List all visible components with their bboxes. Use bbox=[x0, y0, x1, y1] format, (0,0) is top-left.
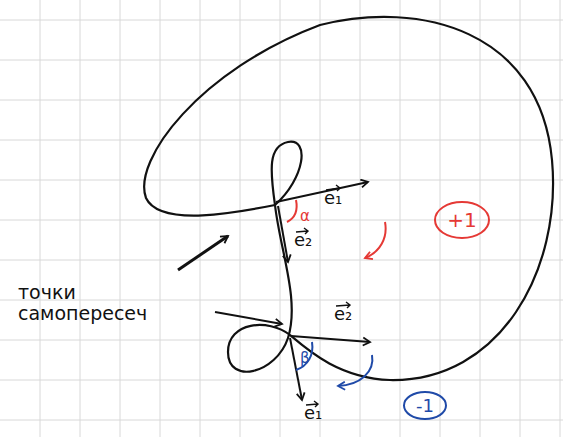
angle-label: α bbox=[300, 208, 310, 225]
leader-arrow bbox=[178, 236, 228, 270]
vector-label: e₂ bbox=[334, 304, 352, 324]
circled-index: -1 bbox=[402, 390, 448, 421]
vector-label: e₂ bbox=[294, 230, 312, 250]
vector-e2 bbox=[278, 206, 288, 262]
vector-e2 bbox=[291, 336, 370, 342]
angle-arc bbox=[296, 342, 312, 370]
closed-curve bbox=[144, 17, 553, 380]
rotation-arrow bbox=[365, 222, 386, 258]
leader-arrow bbox=[215, 312, 282, 324]
index-value: +1 bbox=[433, 208, 491, 232]
index-value: -1 bbox=[402, 395, 448, 416]
vector-e1 bbox=[276, 182, 368, 202]
vector-label: e₁ bbox=[304, 403, 322, 423]
circled-index: +1 bbox=[433, 200, 491, 240]
rotation-arrow bbox=[338, 355, 372, 386]
angle-arc bbox=[287, 200, 297, 222]
angle-label: β bbox=[300, 350, 310, 367]
annotation-note: точки самопересеч bbox=[18, 282, 168, 324]
vector-label: e₁ bbox=[324, 188, 342, 208]
